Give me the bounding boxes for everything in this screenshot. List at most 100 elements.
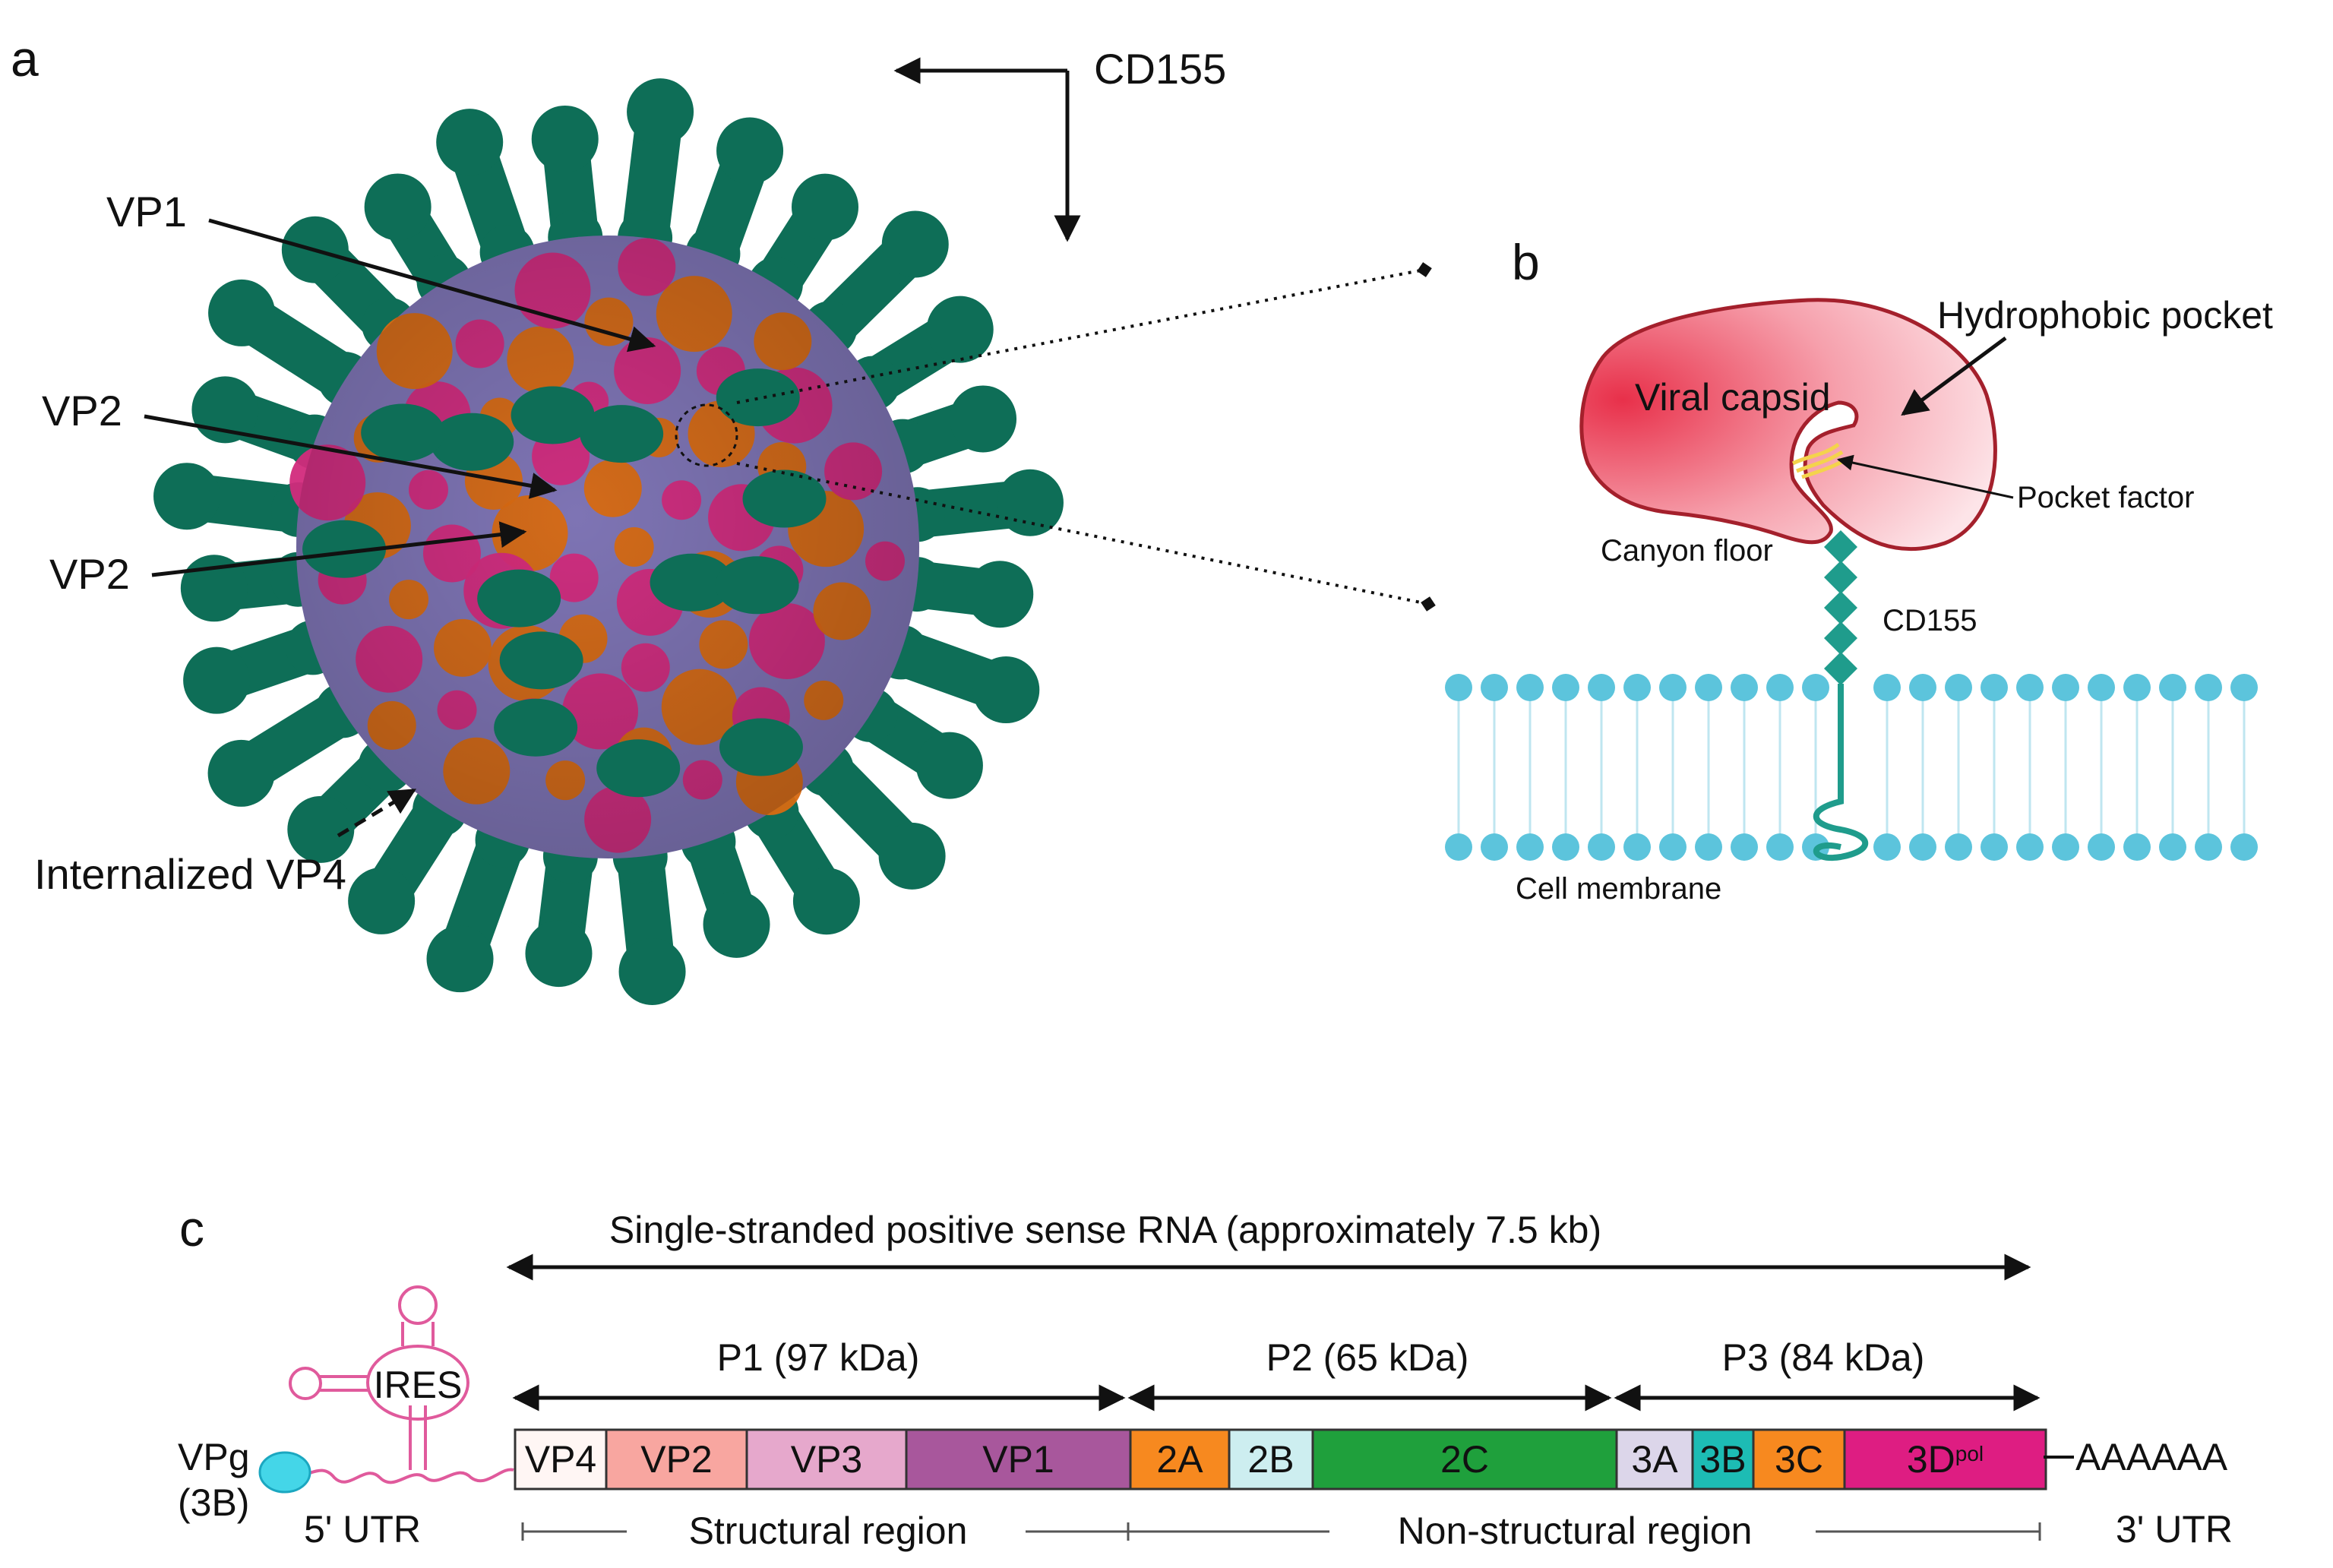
genome-segment-vp4 <box>514 1428 608 1491</box>
zoom-line-top <box>736 262 1432 404</box>
viral-capsid-shape <box>1579 298 1997 552</box>
cd155-receptor-base <box>511 386 595 444</box>
lipid-head-outer <box>2195 674 2222 701</box>
panel-a: a CD155 VP1 VP2 VP2 Internalized VP4 <box>11 30 1436 1005</box>
label-canyon-floor: Canyon floor <box>1601 534 1773 567</box>
lipid-head-outer <box>1695 674 1722 701</box>
lipid-head-inner <box>1481 833 1508 861</box>
cd155-receptor-base <box>742 469 827 528</box>
ires-label: IRES <box>374 1364 463 1406</box>
cd155-receptor-tip <box>618 937 686 1005</box>
label-cell-membrane: Cell membrane <box>1516 872 1721 906</box>
cd155-receptor-tip <box>792 173 859 241</box>
lipid-head-inner <box>1695 833 1722 861</box>
cd155-receptor-base <box>715 556 799 615</box>
genome-segment-label: VP3 <box>791 1438 863 1481</box>
label-viral-capsid: Viral capsid <box>1635 376 1831 419</box>
rna-title: Single-stranded positive sense RNA (appr… <box>609 1209 1601 1251</box>
cd155-receptor-tip <box>926 296 994 363</box>
label-pocket-factor: Pocket factor <box>2017 481 2194 514</box>
cd155-receptor-tip <box>153 463 221 530</box>
cd155-receptor-tip <box>627 78 694 146</box>
genome-segment-label: VP4 <box>525 1438 597 1481</box>
cd155-receptor-tip <box>207 739 275 807</box>
hydrophobic-pocket-arrow <box>1901 336 2007 416</box>
cd155-receptor-base <box>716 368 800 427</box>
label-cd155-b: CD155 <box>1883 604 1977 637</box>
cd155-receptor-tip <box>915 732 983 799</box>
lipid-head-outer <box>1802 674 1829 701</box>
cd155-receptor-base <box>361 403 445 462</box>
cd155-receptor-tip <box>716 117 784 185</box>
cd155-receptor-tip <box>878 822 946 890</box>
cell-membrane-bilayer <box>1445 674 2258 861</box>
genome-segment-vp3 <box>745 1428 908 1491</box>
vp2-lower-arrow <box>151 521 527 577</box>
cd155-receptor-base <box>494 698 578 757</box>
lipid-head-inner <box>1516 833 1544 861</box>
structural-region-label: Structural region <box>689 1510 968 1552</box>
lipid-head-inner <box>2016 833 2044 861</box>
cd155-receptor-tip <box>950 385 1017 453</box>
cd155-domain <box>1824 561 1857 594</box>
cd155-receptor-base <box>302 520 387 578</box>
lipid-head-outer <box>2016 674 2044 701</box>
lipid-head-outer <box>2159 674 2186 701</box>
polyprotein-p1-label: P1 (97 kDa) <box>717 1336 920 1379</box>
cd155-receptor-bases <box>302 368 827 798</box>
lipid-head-inner <box>2230 833 2258 861</box>
genome-segment-3a <box>1615 1428 1694 1491</box>
lipid-head-inner <box>2088 833 2115 861</box>
cd155-receptor-tip <box>972 656 1040 724</box>
cd155-receptor-tip <box>287 795 355 863</box>
genome-segment-vp1 <box>905 1428 1132 1491</box>
polyprotein-p3-label: P3 (84 kDa) <box>1722 1336 1925 1379</box>
lipid-head-outer <box>1445 674 1472 701</box>
cd155-domain <box>1824 652 1857 685</box>
lipid-head-outer <box>1909 674 1936 701</box>
genome-segment-label: VP1 <box>982 1438 1054 1481</box>
vpg-sublabel: (3B) <box>178 1481 249 1524</box>
genome-segment-label: 3C <box>1775 1438 1823 1481</box>
lipid-head-outer <box>1516 674 1544 701</box>
genome-segment-2c <box>1311 1428 1618 1491</box>
ires-structure <box>287 1285 514 1484</box>
label-cd155-a: CD155 <box>1094 45 1226 93</box>
genome-segment-label: 3B <box>1699 1438 1746 1481</box>
cd155-receptor-base <box>499 631 583 690</box>
lipid-head-inner <box>2123 833 2151 861</box>
cd155-receptor <box>1813 530 1868 861</box>
genome-segment-3c <box>1752 1428 1846 1491</box>
poly-a-tail: AAAAAA <box>2075 1436 2228 1478</box>
cd155-receptor-base <box>719 718 803 776</box>
lipid-head-inner <box>2195 833 2222 861</box>
lipid-head-outer <box>1623 674 1651 701</box>
lipid-head-outer <box>2230 674 2258 701</box>
lipid-head-outer <box>2123 674 2151 701</box>
lipid-head-inner <box>1623 833 1651 861</box>
panel-b-letter: b <box>1512 234 1540 290</box>
cd155-receptor-base <box>477 569 561 628</box>
cd155-receptor-tip <box>996 469 1064 536</box>
label-vp2-lower: VP2 <box>49 550 130 598</box>
panel-a-letter: a <box>11 30 39 87</box>
pocket-factor-arrow <box>1836 454 2014 499</box>
vpg-label: VPg <box>178 1436 250 1478</box>
cd155-receptor-tip <box>436 109 504 176</box>
lipid-head-inner <box>1945 833 1972 861</box>
vpg-protein-icon <box>258 1451 311 1494</box>
utr5-label: 5' UTR <box>304 1508 421 1551</box>
lipid-head-inner <box>1909 833 1936 861</box>
lipid-head-outer <box>1766 674 1794 701</box>
cd155-receptor-base <box>596 739 681 798</box>
internalized-vp4-arrow <box>337 788 417 838</box>
cd155-receptor-tip <box>426 925 494 993</box>
lipid-head-outer <box>1481 674 1508 701</box>
cd155-receptor-base <box>580 405 664 463</box>
cd155-receptor-tip <box>966 561 1034 628</box>
genome-segment-label: 2C <box>1440 1438 1489 1481</box>
cd155-receptor-base <box>430 413 514 471</box>
polyprotein-p2-label: P2 (65 kDa) <box>1266 1336 1469 1379</box>
